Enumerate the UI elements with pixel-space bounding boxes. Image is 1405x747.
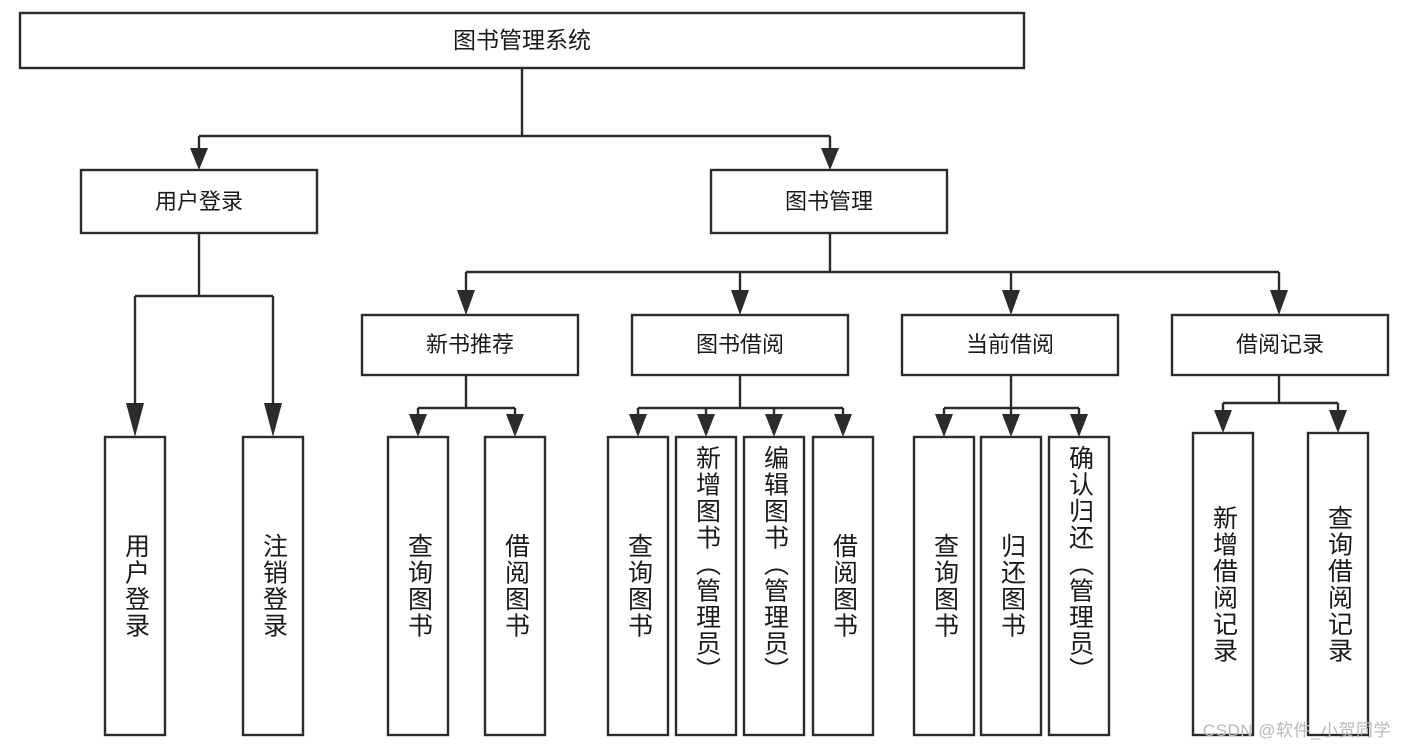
arrow-head-book-borrow-leaf-2 bbox=[697, 414, 715, 437]
node-book-manage-label: 图书管理 bbox=[785, 189, 873, 214]
leaf-box-borrow-query[interactable] bbox=[606, 435, 670, 737]
leaf-box-current-query[interactable] bbox=[912, 435, 976, 737]
arrow-head-current-borrow-leaf-1 bbox=[935, 414, 953, 437]
connector-group bbox=[126, 68, 1347, 437]
node-book-manage-box[interactable] bbox=[709, 168, 949, 235]
node-user-login-label: 用户登录 bbox=[155, 189, 243, 214]
watermark-text: CSDN @软件_小贺同学 bbox=[1202, 721, 1391, 740]
arrow-head-book-borrow bbox=[731, 290, 749, 315]
leaf-box-new-book-query[interactable] bbox=[386, 435, 450, 737]
node-user-login-box[interactable] bbox=[79, 168, 319, 235]
leaf-box-edit-book-admin[interactable] bbox=[742, 435, 806, 737]
node-borrow-record[interactable]: 借阅记录 bbox=[1170, 313, 1390, 377]
arrow-head-borrow-record-leaf-1 bbox=[1214, 410, 1232, 433]
arrow-head-book-borrow-leaf-1 bbox=[629, 414, 647, 437]
node-book-manage[interactable]: 图书管理 bbox=[709, 168, 949, 235]
arrow-head-borrow-record bbox=[1270, 290, 1288, 315]
leaf-box-new-book-borrow[interactable] bbox=[483, 435, 547, 737]
node-user-login[interactable]: 用户登录 bbox=[79, 168, 319, 235]
node-borrow-record-box[interactable] bbox=[1170, 313, 1390, 377]
node-root-system-box[interactable] bbox=[18, 11, 1026, 70]
arrow-head-book-borrow-leaf-4 bbox=[834, 414, 852, 437]
node-current-borrow-label: 当前借阅 bbox=[966, 332, 1054, 357]
arrow-head-user-login bbox=[190, 148, 208, 170]
node-new-book-recommend-box[interactable] bbox=[360, 313, 580, 377]
node-current-borrow-box[interactable] bbox=[900, 313, 1120, 377]
arrow-head-new-book-leaf-1 bbox=[409, 414, 427, 437]
leaf-box-confirm-return-admin[interactable] bbox=[1047, 435, 1111, 737]
arrow-head-book-manage bbox=[821, 148, 839, 170]
arrow-head-book-borrow-leaf-3 bbox=[765, 414, 783, 437]
arrow-head-current-borrow bbox=[1002, 290, 1020, 315]
arrow-head-borrow-record-leaf-2 bbox=[1329, 410, 1347, 433]
arrow-head-leaf-logout bbox=[264, 403, 282, 437]
leaf-box-query-record[interactable] bbox=[1306, 431, 1370, 737]
arrow-head-current-borrow-leaf-2 bbox=[1002, 414, 1020, 437]
arrow-head-leaf-user-login bbox=[126, 403, 144, 437]
node-new-book-recommend[interactable]: 新书推荐 bbox=[360, 313, 580, 377]
arrow-head-new-book-recommend bbox=[457, 290, 475, 315]
arrow-head-new-book-leaf-2 bbox=[506, 414, 524, 437]
node-book-borrow-box[interactable] bbox=[630, 313, 850, 377]
leaf-box-return-book[interactable] bbox=[979, 435, 1043, 737]
leaf-box-logout[interactable] bbox=[241, 435, 305, 737]
leaf-box-borrow-book[interactable] bbox=[811, 435, 875, 737]
node-current-borrow[interactable]: 当前借阅 bbox=[900, 313, 1120, 377]
arrow-head-current-borrow-leaf-3 bbox=[1070, 414, 1088, 437]
node-new-book-recommend-label: 新书推荐 bbox=[426, 332, 514, 357]
node-root-system[interactable]: 图书管理系统 bbox=[18, 11, 1026, 70]
node-borrow-record-label: 借阅记录 bbox=[1236, 332, 1324, 357]
node-book-borrow-label: 图书借阅 bbox=[696, 332, 784, 357]
leaf-box-add-record[interactable] bbox=[1191, 431, 1255, 737]
node-book-borrow[interactable]: 图书借阅 bbox=[630, 313, 850, 377]
leaf-box-user-login[interactable] bbox=[103, 435, 167, 737]
node-root-system-label: 图书管理系统 bbox=[453, 27, 591, 53]
leaf-box-add-book-admin[interactable] bbox=[674, 435, 738, 737]
